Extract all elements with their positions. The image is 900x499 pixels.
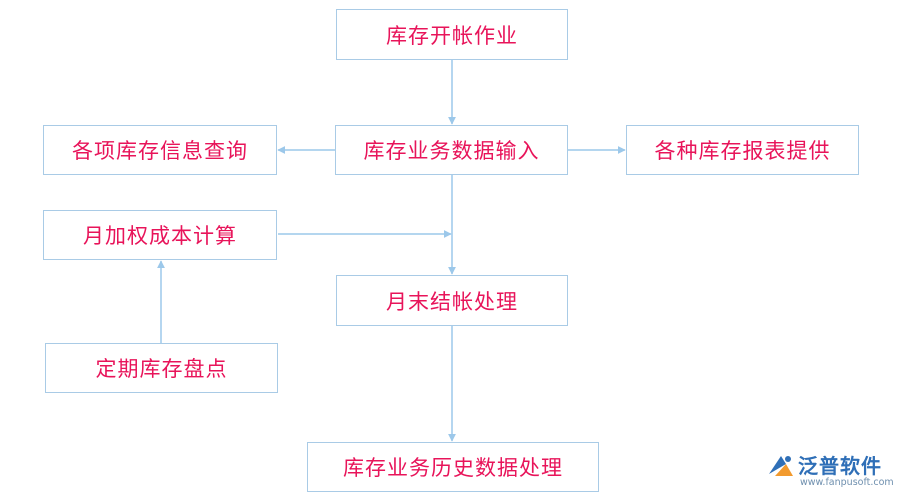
- fanpu-logo-icon: [769, 456, 793, 476]
- node-inventory-query: 各项库存信息查询: [43, 125, 277, 175]
- node-month-end-closing: 月末结帐处理: [336, 275, 568, 326]
- node-inventory-data-input: 库存业务数据输入: [335, 125, 568, 175]
- fanpu-logo: 泛普软件 www.fanpusoft.com: [766, 450, 894, 494]
- logo-url: www.fanpusoft.com: [800, 477, 894, 488]
- logo-name: 泛普软件: [798, 454, 882, 478]
- node-inventory-reports: 各种库存报表提供: [626, 125, 859, 175]
- node-inventory-opening: 库存开帐作业: [336, 9, 568, 60]
- node-weighted-cost: 月加权成本计算: [43, 210, 277, 260]
- node-stocktake: 定期库存盘点: [45, 343, 278, 393]
- node-history-processing: 库存业务历史数据处理: [307, 442, 599, 492]
